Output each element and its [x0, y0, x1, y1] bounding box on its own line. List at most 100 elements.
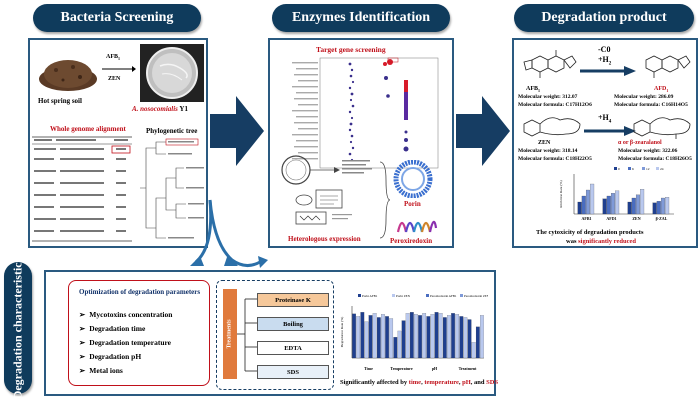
- strain-label: A. nosocomialis Y1: [132, 105, 188, 113]
- zearalanol-molecular-weight: Molecular weight: 322.06: [618, 148, 678, 154]
- genome-alignment-title: Whole genome alignment: [50, 125, 126, 133]
- degradation-bar: [422, 313, 427, 359]
- degradation-bar: [451, 313, 455, 359]
- arrow-right-icon: [102, 66, 136, 72]
- x-tick-label: β-ZAL: [656, 216, 668, 221]
- degradation-bar: [480, 315, 484, 359]
- enzymes-identification-panel: Target gene screening: [268, 38, 454, 248]
- bacteria-screening-panel: Hot spring soil AFB1 ZEN A. nosocomialis…: [28, 38, 208, 248]
- group-label: Treatment: [459, 366, 478, 371]
- optimization-title: Optimization of degradation parameters: [79, 288, 201, 296]
- header-enzymes-identification: Enzymes Identification: [272, 4, 450, 32]
- degradation-bar: [376, 317, 381, 359]
- plus-h4-label: +H4: [598, 113, 612, 125]
- cyto-bar: [590, 183, 595, 215]
- degradation-bar: [360, 312, 365, 359]
- cyto-bar: [577, 201, 582, 215]
- degradation-bar: [352, 313, 356, 359]
- legend-swatch: [628, 167, 631, 170]
- zearalanol-structure: [630, 112, 696, 140]
- param-item: Degradation temperature: [79, 339, 171, 347]
- flow-arrow-1-icon: [210, 96, 264, 166]
- gene-screening-dot-plot: [290, 56, 450, 174]
- degradation-bar: [447, 315, 451, 359]
- cyto-bar: [610, 193, 615, 215]
- degradation-bar: [393, 337, 398, 359]
- x-tick-label: ZEN: [632, 216, 640, 221]
- degradation-bar: [381, 314, 385, 359]
- cyto-bar: [585, 189, 590, 215]
- porin-structure-image: [390, 160, 436, 198]
- degradation-bar: [356, 316, 361, 359]
- afd1-structure: [638, 48, 694, 82]
- axis-label: Inhibition Rate (%): [559, 180, 563, 208]
- heterologous-expression-label: Heterologous expression: [288, 235, 361, 243]
- degradation-bar: [475, 326, 480, 359]
- degradation-bar: [463, 317, 468, 359]
- degradation-bar: [459, 316, 464, 359]
- cyto-bar: [665, 197, 670, 215]
- legend-swatch: [656, 167, 659, 170]
- legend-label: 6: [632, 167, 634, 171]
- cytotoxicity-text: The cytoxicity of degradation products: [536, 229, 644, 236]
- degradation-bar: [418, 315, 422, 359]
- degradation-bar: [368, 315, 373, 359]
- zen-structure: [520, 112, 586, 140]
- degradation-bar: [467, 319, 472, 359]
- degradation-bar: [434, 312, 439, 359]
- degradation-product-panel: AFB1 Molecular weight: 312.07 Molecular …: [512, 38, 698, 248]
- treatment-proteinase-k: Proteinase K: [257, 293, 329, 307]
- cyto-bar: [627, 201, 632, 215]
- cyto-bar: [640, 189, 645, 215]
- reaction-arrow-1-icon: [580, 66, 636, 76]
- cyto-bar: [615, 190, 620, 215]
- afd1-molecular-formula: Molecular formula: C16H14O5: [614, 102, 688, 108]
- degradation-bar: [364, 321, 369, 359]
- param-item: Mycotoxins concentration: [79, 311, 172, 319]
- minus-c0-label: -C0: [598, 45, 611, 54]
- group-label: pH: [432, 366, 438, 371]
- cyto-bar: [635, 194, 640, 215]
- afb1-product-label: AFB1: [526, 86, 540, 94]
- cyto-bar: [602, 198, 607, 215]
- legend-label: Porin ZEN: [396, 294, 411, 298]
- hot-spring-soil-image: [38, 52, 98, 92]
- degradation-bar: [409, 312, 414, 359]
- degradation-bar: [389, 318, 394, 359]
- petri-dish-image: [140, 44, 204, 102]
- phylogenetic-tree-diagram: [136, 138, 206, 244]
- degradation-bar: [455, 314, 460, 359]
- zearalanol-product-label: α or β-zearalanol: [618, 140, 662, 146]
- degradation-bar: [438, 313, 443, 359]
- treatment-edta: EDTA: [257, 341, 329, 355]
- treatment-boiling: Boiling: [257, 317, 329, 331]
- genome-alignment-table: [32, 136, 132, 242]
- degradation-characteristics-panel: Optimization of degradation parameters M…: [44, 270, 498, 396]
- degradation-bar: [430, 314, 435, 359]
- cyto-bar: [660, 197, 665, 215]
- x-tick-label: AFD1: [606, 216, 616, 221]
- degradation-bar: [405, 313, 410, 359]
- legend-label: Peroxiredoxin ZEN: [464, 294, 488, 298]
- legend-swatch: [642, 167, 645, 170]
- cyto-bar: [652, 202, 657, 215]
- cyto-bar: [631, 197, 636, 215]
- legend-swatch: [358, 294, 361, 297]
- connector-brace: [378, 160, 390, 240]
- degradation-bar: [372, 313, 377, 359]
- downward-curved-arrows: [188, 196, 278, 272]
- peroxiredoxin-structure-image: [394, 210, 438, 236]
- afb1-label: AFB1: [106, 54, 120, 62]
- legend-swatch: [460, 294, 463, 297]
- porin-label: Porin: [404, 200, 421, 208]
- reaction-arrow-2-icon: [584, 126, 636, 136]
- degradation-bar: [385, 316, 389, 359]
- optimization-box: Optimization of degradation parameters M…: [68, 280, 210, 386]
- target-gene-title: Target gene screening: [316, 45, 386, 54]
- plus-h2-label: +H2: [598, 55, 612, 67]
- param-item: Degradation pH: [79, 353, 141, 361]
- header-degradation-characteristics: Degradation characteristics: [4, 257, 32, 399]
- afd1-molecular-weight: Molecular weight: 286.09: [614, 94, 674, 100]
- degradation-bar: [401, 320, 406, 359]
- zen-label: ZEN: [108, 76, 121, 82]
